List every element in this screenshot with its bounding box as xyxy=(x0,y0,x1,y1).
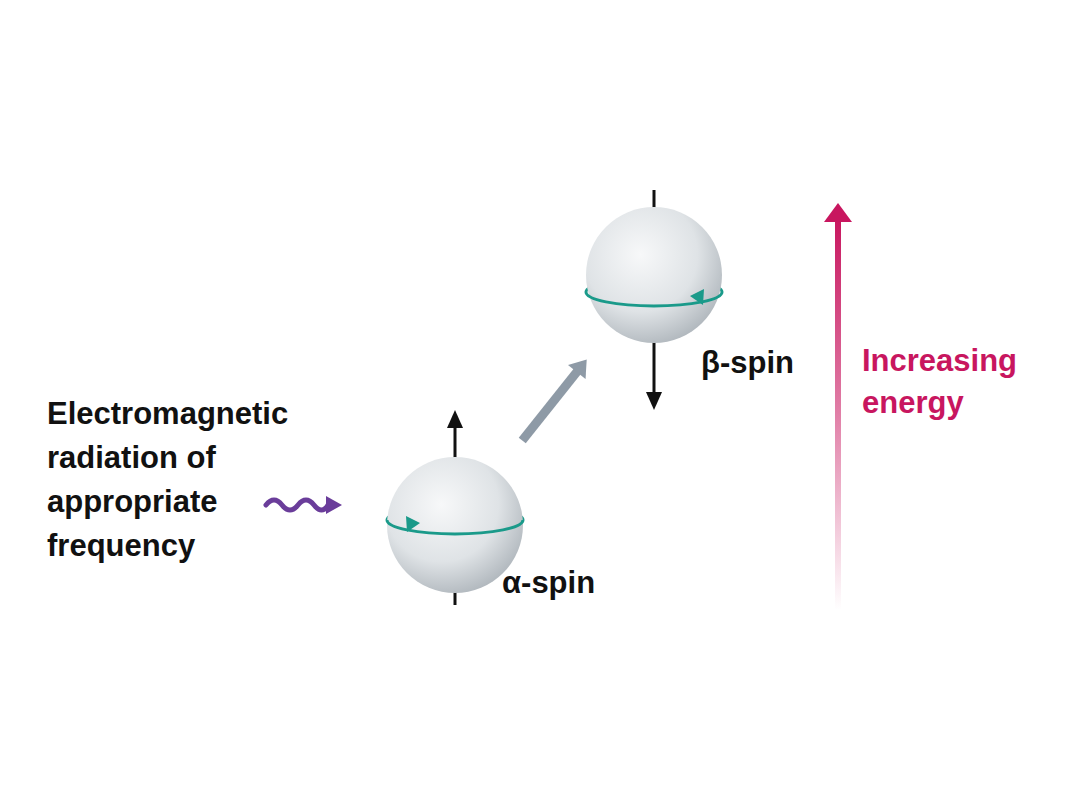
beta-spin-node: β-spin xyxy=(586,207,722,343)
spin-label: α-spin xyxy=(502,565,595,601)
transition-arrow xyxy=(522,359,586,440)
energy-label: Increasing energy xyxy=(862,340,1062,424)
radiation-label: Electromagnetic radiation of appropriate… xyxy=(47,392,337,568)
energy-arrow xyxy=(824,203,852,610)
alpha-spin-node: α-spin xyxy=(387,457,523,593)
radiation-wave xyxy=(266,496,342,514)
spin-label: β-spin xyxy=(701,345,794,381)
